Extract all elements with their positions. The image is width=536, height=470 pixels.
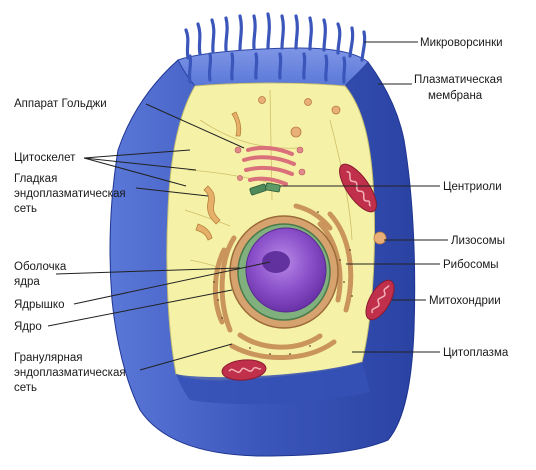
label-nuclear-envelope-2: ядра [14, 276, 40, 288]
label-nucleolus: Ядрышко [14, 299, 64, 311]
rough-er-ribosomes [213, 211, 353, 355]
label-microvilli: Микроворсинки [420, 37, 503, 49]
mitochondrion [339, 163, 377, 213]
golgi-vesicles [234, 146, 306, 181]
golgi-apparatus [242, 145, 296, 186]
label-ribosomes: Рибосомы [443, 259, 499, 271]
label-rough-er-2: эндоплазматическая [14, 367, 126, 379]
leader-lines [47, 41, 448, 371]
mitochondria [221, 163, 395, 381]
mitochondrion [365, 279, 395, 321]
centrioles [249, 182, 281, 196]
label-golgi: Аппарат Гольджи [14, 98, 107, 110]
plasma-membrane-top [177, 47, 369, 87]
labels: Микроворсинки Плазматическая мембрана Ап… [14, 37, 509, 394]
nucleus [229, 215, 339, 329]
label-smooth-er-2: эндоплазматическая [14, 188, 126, 200]
label-lysosomes: Лизосомы [451, 235, 505, 247]
label-plasma-membrane: Плазматическая [414, 74, 502, 86]
lysosomes [258, 96, 387, 245]
microvilli [184, 12, 367, 84]
rough-er [212, 203, 354, 361]
label-smooth-er-3: сеть [14, 203, 37, 215]
mitochondrion [221, 359, 267, 381]
label-cytoplasm: Цитоплазма [443, 347, 509, 359]
label-plasma-membrane-2: мембрана [428, 90, 483, 102]
label-cytoskeleton: Цитоскелет [14, 152, 76, 164]
label-rough-er: Гранулярная [14, 352, 83, 364]
nucleolus [262, 251, 290, 273]
nucleoplasm [245, 227, 327, 313]
label-rough-er-3: сеть [14, 382, 37, 394]
label-centrioles: Центриоли [443, 181, 502, 193]
label-mitochondria: Митохондрии [429, 295, 501, 307]
cut-edge [176, 362, 370, 405]
label-nuclear-envelope: Оболочка [14, 261, 67, 273]
smooth-er [195, 111, 242, 241]
label-nucleus: Ядро [14, 321, 42, 333]
label-smooth-er: Гладкая [14, 173, 57, 185]
